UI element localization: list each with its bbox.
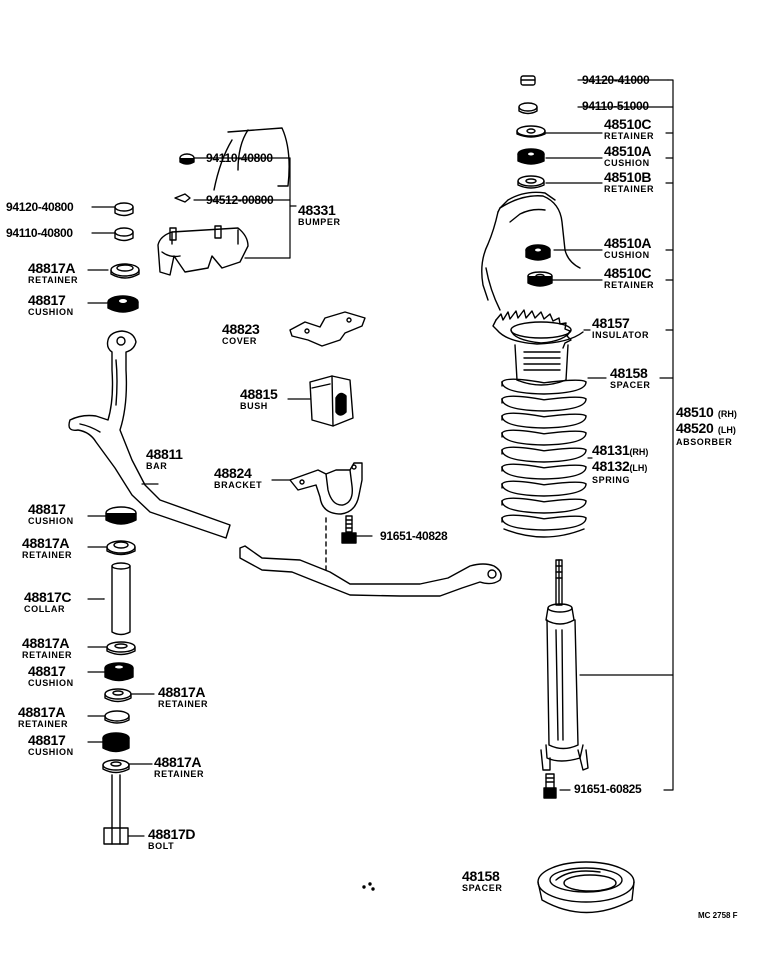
- spacer-lower-icon: [537, 861, 635, 914]
- label-bar: 48811 BAR: [146, 446, 183, 471]
- cushion-a-lower-icon: [525, 244, 551, 261]
- label-retainer-4: 48817A RETAINER: [158, 684, 209, 709]
- label-cushion-1: 48817 CUSHION: [28, 292, 74, 317]
- cushion-4-icon: [102, 732, 130, 753]
- bush-icon: [309, 375, 354, 427]
- shock-absorber-icon: [540, 559, 589, 771]
- top-washer-icon: [518, 102, 538, 115]
- label-cushion-a-top: 48510A CUSHION: [604, 143, 652, 168]
- cushion-1-icon: [107, 295, 139, 313]
- left-nut-icon: [114, 202, 134, 217]
- spacer-upper-icon: [514, 344, 569, 386]
- retainer-1-icon: [110, 263, 140, 279]
- collar-icon: [111, 562, 131, 636]
- retainer-3-icon: [106, 641, 136, 656]
- spring-coil-back: [501, 395, 587, 401]
- spring-coil-back: [501, 514, 587, 520]
- label-bush: 48815 BUSH: [240, 386, 278, 411]
- strut-tower-icon: [481, 191, 581, 311]
- bumper-washer-icon: [179, 153, 195, 165]
- label-cushion-a-lower: 48510A CUSHION: [604, 235, 652, 260]
- bumper-outline-icon: [213, 127, 290, 191]
- spring-coil-front: [501, 466, 587, 480]
- bracket-bolt-icon: [341, 515, 357, 544]
- label-retainer-5: 48817A RETAINER: [18, 704, 69, 729]
- retainer-6-icon: [102, 759, 130, 774]
- spring-coil-front: [501, 483, 587, 497]
- label-bracket: 48824 BRACKET: [214, 465, 263, 490]
- label-spring: 48131(RH) 48132(LH) SPRING: [592, 442, 649, 485]
- absorber-bolt-icon: [543, 773, 557, 799]
- retainer-b-icon: [517, 175, 545, 189]
- label-bumper-nut: 94512-00800: [206, 193, 274, 207]
- cushion-3-icon: [104, 662, 134, 682]
- cushion-2-icon: [105, 506, 137, 525]
- cover-icon: [289, 311, 366, 347]
- label-left-nut: 94120-40800: [6, 200, 74, 214]
- retainer-4-icon: [104, 688, 132, 703]
- label-washer-top: 94110-51000: [582, 99, 649, 113]
- label-retainer-1: 48817A RETAINER: [28, 260, 79, 285]
- spring-coil-front: [501, 517, 587, 531]
- diagram-code: MC 2758 F: [698, 911, 738, 920]
- label-bumper: 48331 BUMPER: [298, 202, 341, 227]
- label-spacer-upper: 48158 SPACER: [610, 365, 651, 390]
- label-retainer-6: 48817A RETAINER: [154, 754, 205, 779]
- bolt-icon: [103, 774, 129, 845]
- spring-coil-front: [501, 500, 587, 514]
- insulator-icon: [492, 309, 584, 349]
- label-spacer-lower: 48158 SPACER: [462, 868, 503, 893]
- left-washer-icon: [114, 227, 134, 242]
- spring-coil-back: [501, 378, 587, 384]
- retainer-c-lower-icon: [527, 271, 553, 287]
- spring-coil-back: [501, 463, 587, 469]
- label-retainer-c-top: 48510C RETAINER: [604, 116, 655, 141]
- bumper-icon: [157, 225, 249, 276]
- label-collar: 48817C COLLAR: [24, 589, 72, 614]
- label-cushion-2: 48817 CUSHION: [28, 501, 74, 526]
- spring-coil-front: [501, 415, 587, 429]
- label-retainer-3: 48817A RETAINER: [22, 635, 73, 660]
- spring-coil-back: [501, 497, 587, 503]
- lower-arm-icon: [239, 545, 502, 597]
- label-bumper-washer: 94110-40800: [206, 151, 273, 165]
- label-bolt: 48817D BOLT: [148, 826, 196, 851]
- bumper-bracket-lines: [193, 157, 297, 259]
- label-insulator: 48157 INSULATOR: [592, 315, 650, 340]
- spring-coil-front: [501, 381, 587, 395]
- retainer-c-top-icon: [516, 125, 546, 138]
- retainer-5-icon: [104, 710, 130, 724]
- label-retainer-c-lower: 48510C RETAINER: [604, 265, 655, 290]
- spring-coil-back: [501, 480, 587, 486]
- label-cover: 48823 COVER: [222, 321, 260, 346]
- bracket-icon: [289, 462, 363, 515]
- spring-coil-front: [501, 432, 587, 446]
- stabilizer-bar-icon: [68, 330, 231, 539]
- label-bracket-bolt: 91651-40828: [380, 529, 448, 543]
- bumper-nut-icon: [174, 193, 191, 203]
- top-nut-icon: [520, 75, 536, 86]
- label-left-washer: 94110-40800: [6, 226, 73, 240]
- label-retainer-2: 48817A RETAINER: [22, 535, 73, 560]
- spring-coil-back: [501, 429, 587, 435]
- retainer-2-icon: [106, 540, 136, 556]
- label-cushion-3: 48817 CUSHION: [28, 663, 74, 688]
- label-absorber: 48510 (RH) 48520 (LH) ABSORBER: [676, 404, 737, 447]
- spring-coil-front: [501, 398, 587, 412]
- label-retainer-b: 48510B RETAINER: [604, 169, 655, 194]
- spring-coil-front: [501, 449, 587, 463]
- coil-spring-icon: [501, 378, 587, 538]
- absorber-assembly-bracket: [545, 79, 674, 791]
- label-nut-top: 94120-41000: [582, 73, 650, 87]
- spring-bottom: [503, 528, 585, 538]
- label-cushion-4: 48817 CUSHION: [28, 732, 74, 757]
- label-absorber-bolt: 91651-60825: [574, 782, 642, 796]
- cushion-a-top-icon: [517, 148, 545, 165]
- spring-coil-back: [501, 412, 587, 418]
- spring-coil-back: [501, 446, 587, 452]
